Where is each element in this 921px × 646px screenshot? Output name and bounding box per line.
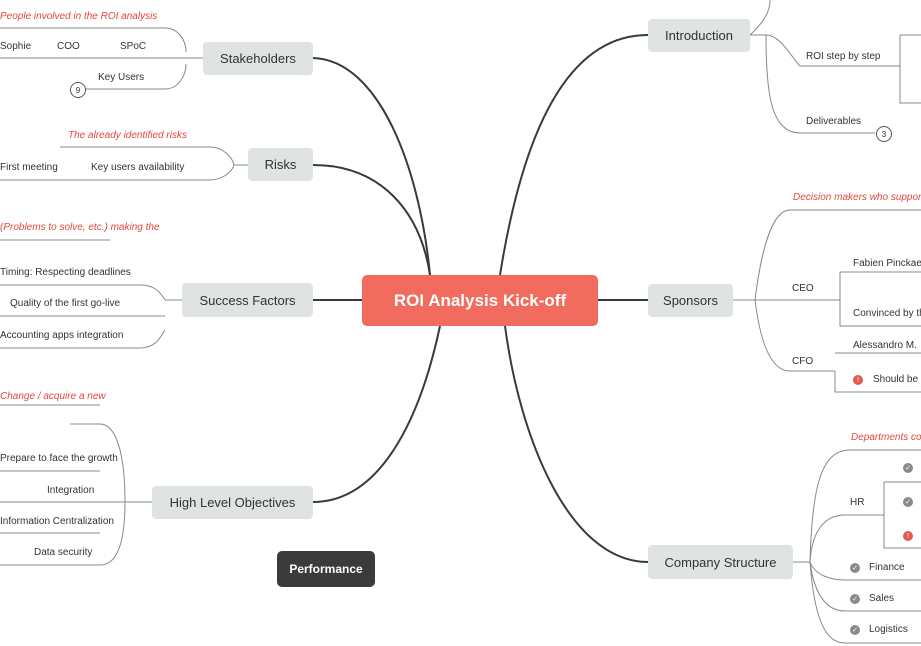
connector-stakeholders — [312, 57, 431, 276]
connector-introduction — [499, 34, 649, 276]
stakeholder-spoc[interactable]: SPoC — [120, 41, 147, 52]
success-note: (Problems to solve, etc.) making the — [0, 222, 160, 233]
alert-icon: ! — [903, 531, 913, 541]
stakeholder-coo[interactable]: COO — [57, 41, 80, 52]
objectives-note: Change / acquire a new — [0, 391, 106, 402]
connector-risks — [312, 164, 431, 276]
objective-integration[interactable]: Integration — [47, 485, 95, 496]
sponsor-ceo[interactable]: CEO — [792, 283, 814, 294]
company-logistics[interactable]: Logistics — [869, 624, 908, 635]
objective-centralization[interactable]: Information Centralization — [0, 516, 114, 527]
sponsor-cfo-name[interactable]: Alessandro M. — [853, 340, 917, 351]
topic-high-level-objectives[interactable]: High Level Objectives — [152, 486, 313, 519]
success-timing[interactable]: Timing: Respecting deadlines — [0, 267, 131, 278]
performance-button[interactable]: Performance — [277, 551, 375, 587]
deliverables-count-badge[interactable]: 3 — [876, 126, 892, 142]
success-accounting[interactable]: Accounting apps integration — [0, 330, 124, 341]
sponsor-cfo[interactable]: CFO — [792, 356, 814, 367]
sponsors-note: Decision makers who support — [793, 192, 921, 203]
check-icon: ✓ — [850, 625, 860, 635]
central-topic[interactable]: ROI Analysis Kick-off — [362, 275, 598, 326]
connector-objectives — [312, 325, 441, 503]
topic-success-factors[interactable]: Success Factors — [182, 283, 313, 317]
success-quality[interactable]: Quality of the first go-live — [10, 298, 121, 309]
check-icon: ✓ — [903, 497, 913, 507]
topic-introduction[interactable]: Introduction — [648, 19, 750, 52]
topic-stakeholders[interactable]: Stakeholders — [203, 42, 313, 75]
topic-risks[interactable]: Risks — [248, 148, 313, 181]
intro-roi-step[interactable]: ROI step by step — [806, 51, 881, 62]
topic-sponsors[interactable]: Sponsors — [648, 284, 733, 317]
risks-note: The already identified risks — [68, 130, 187, 141]
stakeholder-sophie[interactable]: Sophie — [0, 41, 32, 52]
sponsor-ceo-note[interactable]: Convinced by the — [853, 308, 921, 319]
check-icon: ✓ — [850, 563, 860, 573]
objective-growth[interactable]: Prepare to face the growth — [0, 453, 118, 464]
risk-key-users-availability[interactable]: Key users availability — [91, 162, 185, 173]
stakeholder-key-users[interactable]: Key Users — [98, 72, 145, 83]
company-finance[interactable]: Finance — [869, 562, 905, 573]
sponsor-ceo-name[interactable]: Fabien Pinckaers — [853, 258, 921, 269]
check-icon: ✓ — [903, 463, 913, 473]
risk-first-meeting[interactable]: First meeting — [0, 162, 58, 173]
objective-data-security[interactable]: Data security — [34, 547, 93, 558]
company-sales[interactable]: Sales — [869, 593, 895, 604]
connector-company — [504, 325, 649, 563]
alert-icon: ! — [853, 375, 863, 385]
company-note: Departments concerned — [851, 432, 921, 443]
topic-company-structure[interactable]: Company Structure — [648, 545, 793, 579]
intro-deliverables[interactable]: Deliverables — [806, 116, 862, 127]
stakeholders-note: People involved in the ROI analysis — [0, 11, 158, 22]
key-users-count-badge[interactable]: 9 — [70, 82, 86, 98]
company-hr[interactable]: HR — [850, 497, 865, 508]
sponsor-cfo-note[interactable]: Should be — [873, 374, 919, 385]
check-icon: ✓ — [850, 594, 860, 604]
